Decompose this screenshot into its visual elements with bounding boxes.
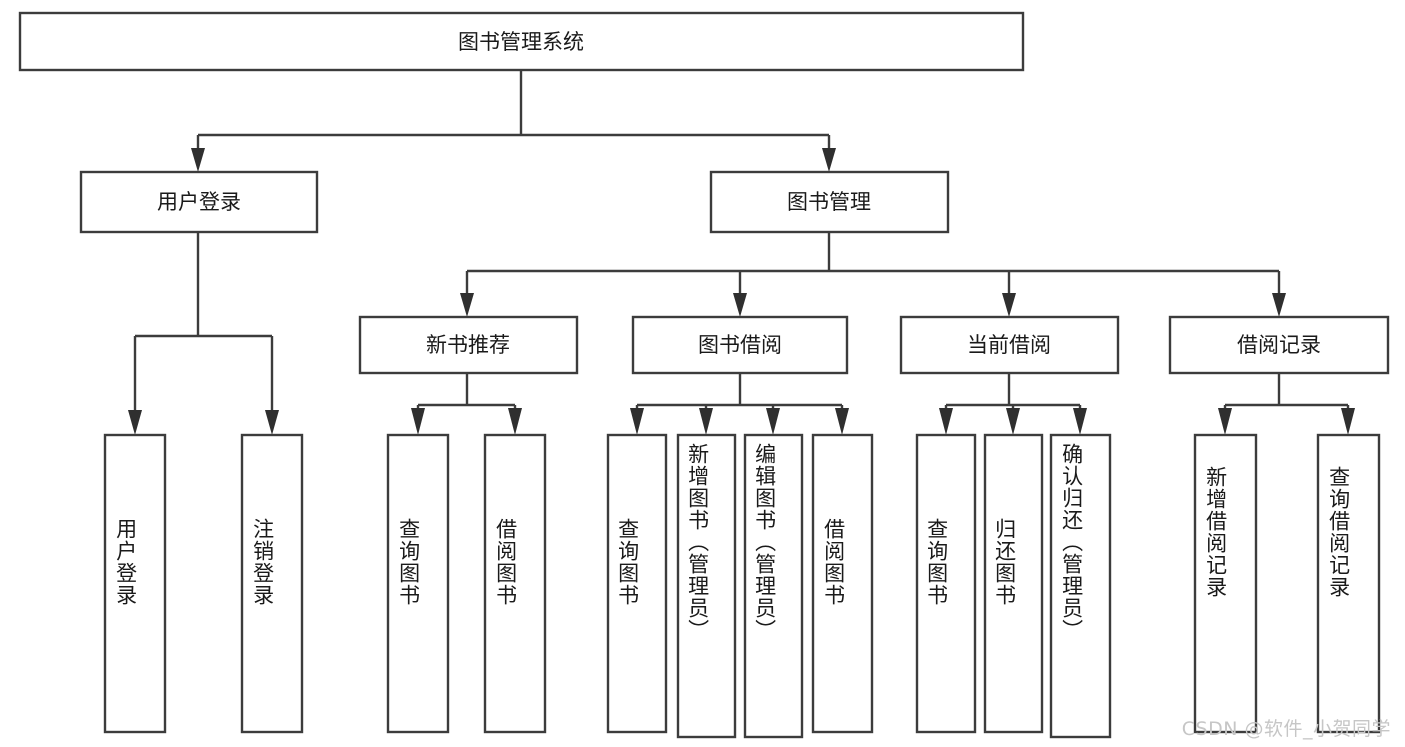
connector-group-user-login (128, 232, 279, 435)
node-leaf-add-record-box[interactable] (1193, 433, 1258, 734)
node-borrow-record-box[interactable] (1168, 315, 1390, 375)
arrow-head-leaf-logout (265, 410, 279, 435)
node-leaf-query-book-1-box[interactable] (386, 433, 450, 734)
node-leaf-confirm-return-box[interactable] (1049, 433, 1112, 739)
node-book-management-box[interactable] (709, 170, 950, 234)
arrow-head-current-borrow (1002, 293, 1016, 317)
node-leaf-query-book-2-box[interactable] (606, 433, 668, 734)
connector-group-book-borrow (630, 373, 849, 435)
arrow-head-leaf-confirm-return (1073, 408, 1087, 435)
node-leaf-borrow-book-1-box[interactable] (483, 433, 547, 734)
arrow-head-leaf-query-record (1341, 408, 1355, 435)
node-current-borrow-label: 当前借阅 (967, 333, 1051, 357)
node-user-login-label: 用户登录 (157, 190, 241, 214)
arrow-head-leaf-user-login (128, 410, 142, 435)
arrow-head-new-book-recommend (460, 293, 474, 317)
node-new-book-recommend-label: 新书推荐 (426, 333, 510, 357)
arrow-head-leaf-add-record (1218, 408, 1232, 435)
arrow-head-book-borrow (733, 293, 747, 317)
connector-group-current-borrow (939, 373, 1087, 435)
arrow-head-leaf-borrow-book-2 (835, 408, 849, 435)
arrow-head-leaf-add-book (699, 408, 713, 435)
arrow-head-borrow-record (1272, 293, 1286, 317)
connector-group-book-management (460, 232, 1286, 317)
node-leaf-user-login-box[interactable] (103, 433, 167, 734)
node-root-label: 图书管理系统 (458, 30, 584, 54)
watermark-text: CSDN @软件_小贺同学 (1181, 718, 1391, 740)
node-leaf-query-book-3-box[interactable] (915, 433, 977, 734)
node-book-borrow-box[interactable] (631, 315, 849, 375)
node-borrow-record-label: 借阅记录 (1237, 333, 1321, 357)
node-leaf-logout-box[interactable] (240, 433, 304, 734)
arrow-head-leaf-query-book-2 (630, 408, 644, 435)
arrow-head-book-management (822, 148, 836, 172)
arrow-head-leaf-query-book-1 (411, 408, 425, 435)
node-leaf-add-book-box[interactable] (676, 433, 737, 739)
connector-group-new-book-recommend (411, 373, 522, 435)
arrow-head-leaf-return-book (1006, 408, 1020, 435)
arrow-head-user-login (191, 148, 205, 172)
node-leaf-edit-book-box[interactable] (743, 433, 804, 739)
node-new-book-recommend-box[interactable] (358, 315, 579, 375)
node-root-box[interactable] (18, 11, 1025, 72)
node-book-borrow-label: 图书借阅 (698, 333, 782, 357)
node-leaf-return-book-box[interactable] (983, 433, 1044, 734)
node-book-management-label: 图书管理 (787, 190, 871, 214)
node-leaf-query-record-box[interactable] (1316, 433, 1381, 734)
connector-group-borrow-record (1218, 373, 1355, 435)
arrow-head-leaf-query-book-3 (939, 408, 953, 435)
node-leaf-borrow-book-2-box[interactable] (811, 433, 874, 734)
connector-group-root (191, 70, 836, 172)
node-current-borrow-box[interactable] (899, 315, 1120, 375)
arrow-head-leaf-borrow-book-1 (508, 408, 522, 435)
arrow-head-leaf-edit-book (766, 408, 780, 435)
node-user-login-box[interactable] (79, 170, 319, 234)
